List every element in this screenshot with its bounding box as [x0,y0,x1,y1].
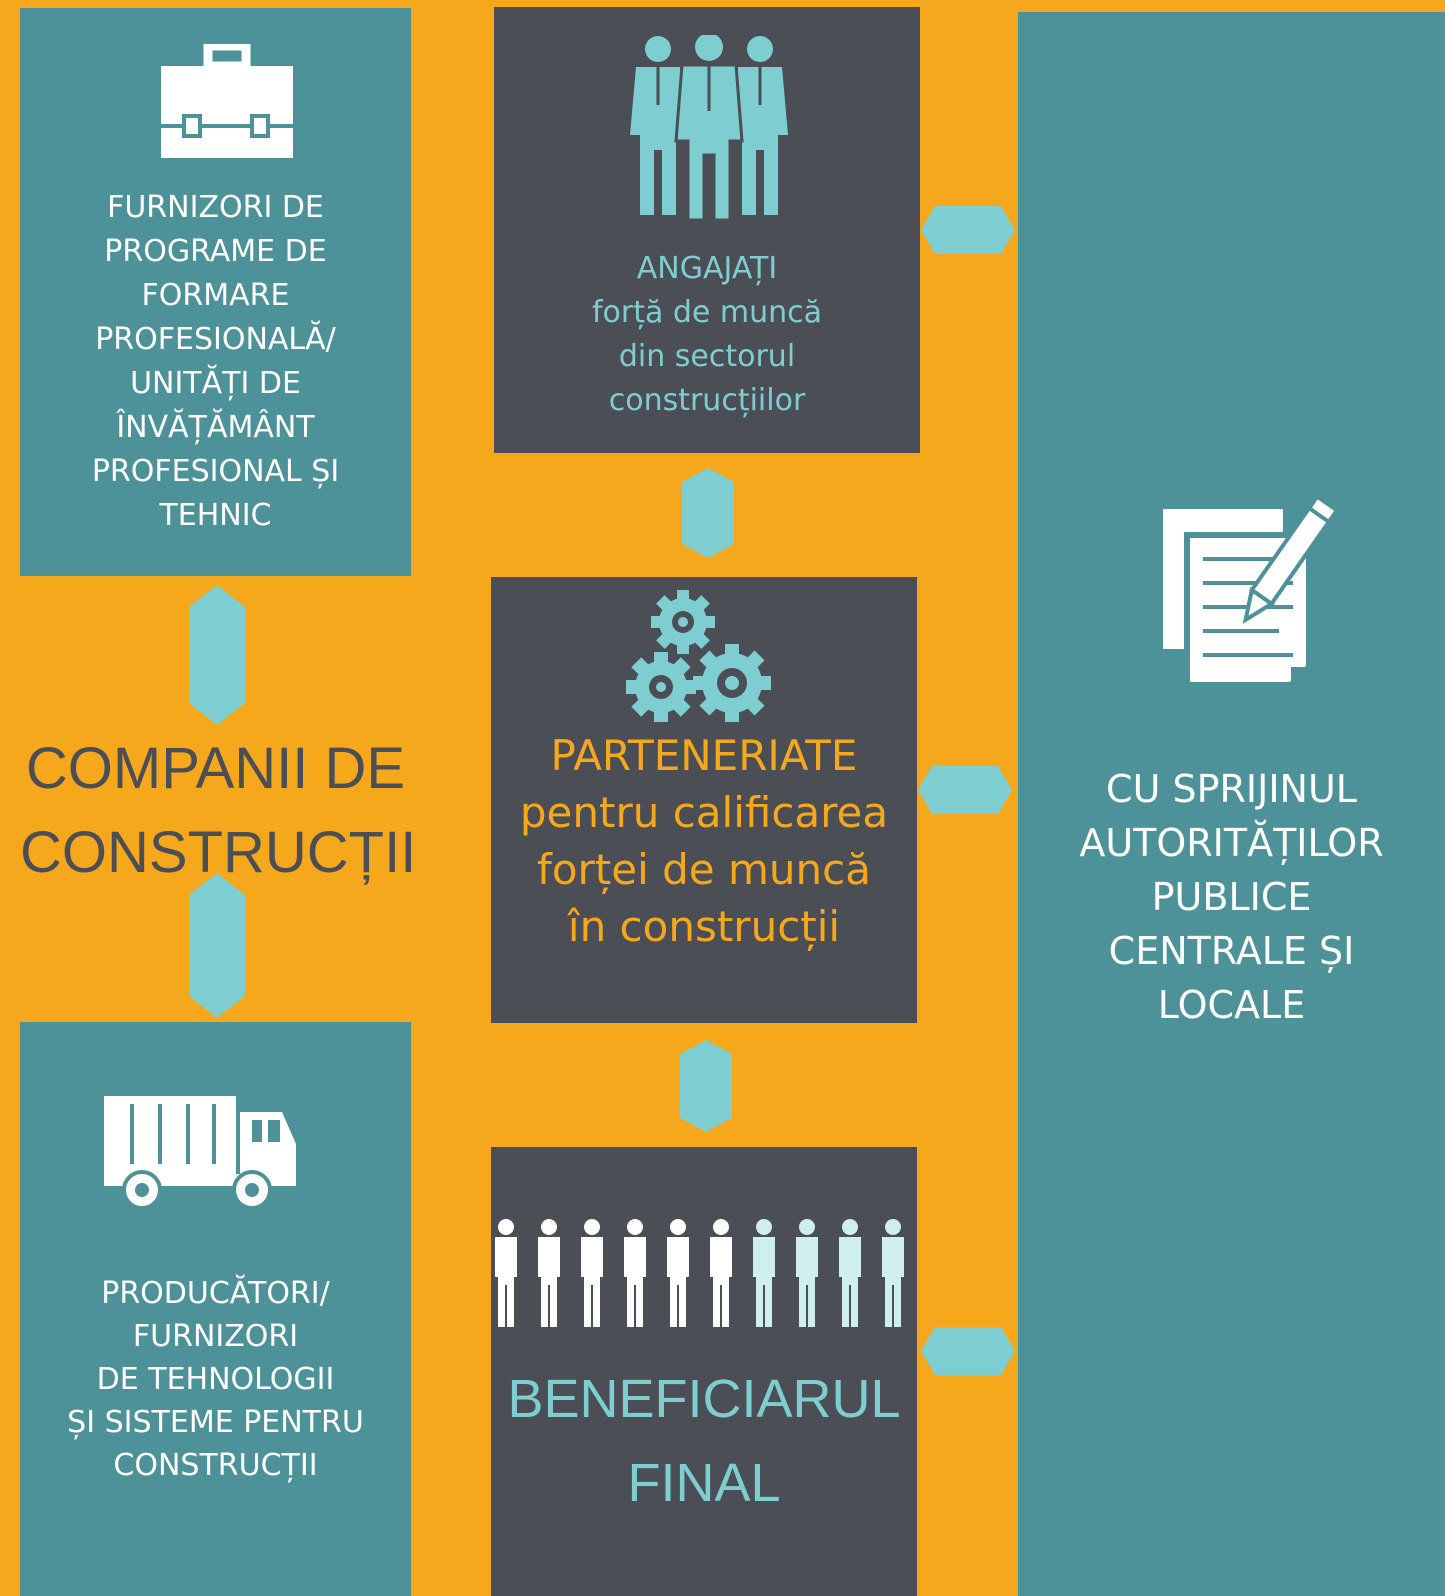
training-providers-box: FURNIZORI DE PROGRAME DE FORMARE PROFESI… [20,8,411,576]
construction-companies-title: COMPANII DE CONSTRUCȚII [20,736,417,885]
public-authorities-box: CU SPRIJINUL AUTORITĂȚILOR PUBLICE CENTR… [1018,12,1445,1596]
connector-right-top [921,206,1015,254]
employees-box: ANGAJAȚI forță de muncă din sectorul con… [494,7,920,453]
partnerships-box: PARTENERIATE pentru calificarea forței d… [491,577,917,1023]
people-group-icon [491,1219,917,1329]
connector-left-top [189,585,245,725]
gears-icon [626,587,776,722]
connector-left-bottom [189,873,245,1018]
connector-right-middle [918,766,1012,814]
technology-providers-box: PRODUCĂTORI/ FURNIZORI DE TEHNOLOGII ȘI … [20,1022,411,1596]
connector-middle-bottom [680,1040,732,1132]
briefcase-icon [160,44,294,159]
business-people-icon [624,35,794,220]
final-beneficiary-box: BENEFICIARUL FINAL [491,1147,917,1596]
document-pen-icon [1159,495,1359,695]
final-beneficiary-label: BENEFICIARUL FINAL [507,1369,901,1513]
connector-right-bottom [921,1327,1015,1375]
connector-middle-top [682,468,734,558]
training-providers-label: FURNIZORI DE PROGRAME DE FORMARE PROFESI… [91,190,340,533]
public-authorities-label: CU SPRIJINUL AUTORITĂȚILOR PUBLICE CENTR… [1079,767,1384,1027]
partnerships-label: PARTENERIATE pentru calificarea forței d… [519,731,889,951]
truck-icon [102,1094,298,1209]
employees-label: ANGAJAȚI forță de muncă din sectorul con… [591,251,823,418]
technology-providers-label: PRODUCĂTORI/ FURNIZORI DE TEHNOLOGII ȘI … [67,1276,364,1483]
